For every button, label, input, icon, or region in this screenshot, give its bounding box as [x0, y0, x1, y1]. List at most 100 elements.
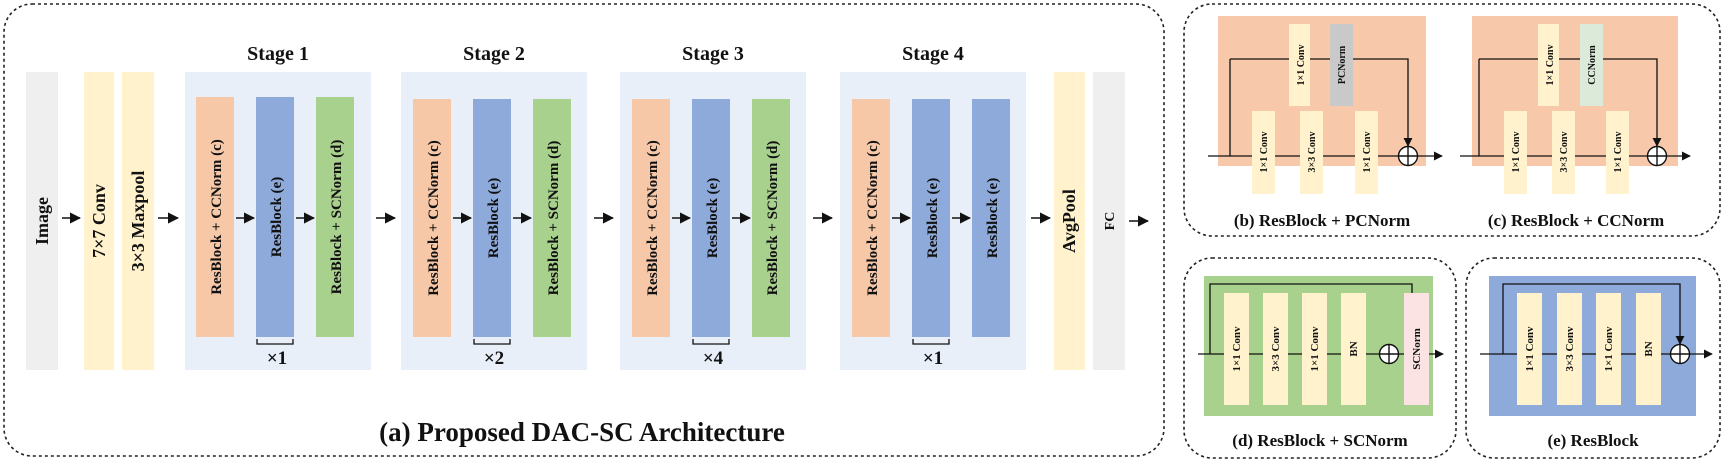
maxpool-label: 3×3 Maxpool: [128, 171, 148, 272]
ccnorm-resblock-label: ResBlock + CCNorm (c): [426, 140, 442, 296]
ccnorm-resblock-label: ResBlock + CCNorm (c): [865, 140, 881, 296]
skip-conv-label: 1×1 Conv: [1296, 45, 1307, 86]
stage-2: Stage 2 ResBlock + CCNorm (c) ResBlock (…: [401, 43, 587, 370]
panel-bc-frame: [1183, 3, 1721, 237]
repeat-bracket: [912, 339, 950, 345]
resblock-label: ResBlock (e): [705, 178, 721, 258]
resblock: [473, 99, 511, 337]
scnorm-resblock: [316, 97, 354, 337]
panel-c-caption: (c) ResBlock + CCNorm: [1488, 211, 1664, 230]
stage-1: Stage 1 ResBlock + CCNorm (c) ResBlock (…: [185, 43, 371, 370]
image-label: Image: [32, 197, 52, 245]
repeat-bracket: [692, 339, 730, 345]
scnorm-resblock: [752, 99, 790, 337]
resblock-label: ResBlock (e): [985, 178, 1001, 258]
bn-label: BN: [1348, 341, 1360, 356]
resblock: [972, 99, 1010, 337]
conv: [1557, 293, 1582, 405]
avgpool-label: AvgPool: [1059, 189, 1079, 253]
ccnorm-resblock-label: ResBlock + CCNorm (c): [645, 140, 661, 296]
scnorm-resblock-label: ResBlock + SCNorm (d): [546, 141, 562, 296]
maxpool-block: [122, 72, 154, 370]
conv-label: 1×1 Conv: [1259, 132, 1270, 173]
resblock-label: ResBlock (e): [269, 177, 285, 257]
ccnorm-resblock: [413, 99, 451, 337]
fc-label: FC: [1103, 212, 1118, 231]
conv7-label: 7×7 Conv: [89, 184, 109, 258]
conv: [1596, 293, 1621, 405]
skip-connection: [1502, 283, 1685, 354]
stage-4: Stage 4 ResBlock + CCNorm (c) ResBlock (…: [840, 43, 1026, 370]
repeat-count: ×4: [703, 348, 724, 369]
panel-e: 1×1 Conv 3×3 Conv 1×1 Conv BN (e) ResBlo…: [1480, 276, 1713, 450]
panel-d-caption: (d) ResBlock + SCNorm: [1232, 431, 1407, 450]
resblock-label: ResBlock (e): [486, 178, 502, 258]
ccnorm-label: CCNorm: [1587, 45, 1598, 85]
skip-conv: [1289, 24, 1310, 106]
scnorm-resblock: [533, 99, 571, 337]
skip-conv: [1538, 24, 1559, 106]
conv: [1606, 111, 1629, 194]
scnorm-resblock-label: ResBlock + SCNorm (d): [329, 140, 345, 295]
conv: [1252, 111, 1275, 194]
conv: [1355, 111, 1378, 194]
conv-label: 1×1 Conv: [1511, 132, 1522, 173]
conv-label: 1×1 Conv: [1524, 326, 1536, 372]
stage-2-title: Stage 2: [463, 43, 525, 65]
repeat-count: ×2: [484, 348, 504, 369]
avgpool-block: [1054, 72, 1085, 370]
scnorm-resblock-label: ResBlock + SCNorm (d): [765, 141, 781, 296]
pcnorm: [1330, 24, 1353, 106]
add-icon-cross: [1647, 146, 1667, 166]
conv-label: 1×1 Conv: [1362, 132, 1373, 173]
conv: [1300, 111, 1323, 194]
fc-block: [1093, 72, 1125, 370]
stage-4-title: Stage 4: [902, 43, 964, 65]
pcnorm-label: PCNorm: [1337, 45, 1348, 84]
panel-d-frame: [1183, 257, 1457, 459]
panel-b-caption: (b) ResBlock + PCNorm: [1234, 211, 1410, 230]
conv: [1552, 111, 1575, 194]
resblock: [912, 99, 950, 337]
bn-label: BN: [1643, 341, 1655, 356]
conv: [1302, 293, 1327, 405]
conv-label: 3×3 Conv: [1559, 132, 1570, 173]
ccnorm-resblock-label: ResBlock + CCNorm (c): [209, 139, 225, 295]
conv: [1224, 293, 1249, 405]
conv: [1517, 293, 1542, 405]
resblock: [692, 99, 730, 337]
repeat-count: ×1: [267, 348, 287, 369]
conv-label: 1×1 Conv: [1231, 326, 1243, 372]
conv-label: 1×1 Conv: [1603, 326, 1615, 372]
resblock-label: ResBlock (e): [925, 178, 941, 258]
architecture-caption: (a) Proposed DAC-SC Architecture: [379, 417, 785, 447]
conv-label: 1×1 Conv: [1613, 132, 1624, 173]
scnorm-label: SCNorm: [1411, 328, 1423, 370]
conv7-block: [84, 72, 114, 370]
bn: [1636, 293, 1661, 405]
scnorm: [1404, 293, 1429, 405]
ccnorm-resblock: [632, 99, 670, 337]
stage-3-title: Stage 3: [682, 43, 744, 65]
conv-label: 3×3 Conv: [1564, 326, 1576, 372]
ccnorm: [1580, 24, 1603, 106]
add-icon-cross: [1379, 344, 1399, 364]
conv-label: 3×3 Conv: [1270, 326, 1282, 372]
skip-conv-label: 1×1 Conv: [1545, 45, 1556, 86]
conv: [1263, 293, 1288, 405]
ccnorm-resblock: [852, 99, 890, 337]
bn: [1341, 293, 1366, 405]
conv-label: 3×3 Conv: [1307, 132, 1318, 173]
panel-d: 1×1 Conv 3×3 Conv 1×1 Conv BN SCNorm (d)…: [1198, 276, 1444, 450]
repeat-count: ×1: [923, 348, 943, 369]
repeat-bracket: [256, 339, 294, 345]
resblock: [256, 97, 294, 337]
conv: [1504, 111, 1527, 194]
conv-label: 1×1 Conv: [1309, 326, 1321, 372]
panel-c: 1×1 Conv CCNorm 1×1 Conv 3×3 Conv 1×1 Co…: [1460, 16, 1691, 230]
panel-a-frame: [3, 3, 1165, 457]
stage-1-title: Stage 1: [247, 43, 309, 65]
panel-e-caption: (e) ResBlock: [1547, 431, 1639, 450]
ccnorm-resblock: [196, 97, 234, 337]
